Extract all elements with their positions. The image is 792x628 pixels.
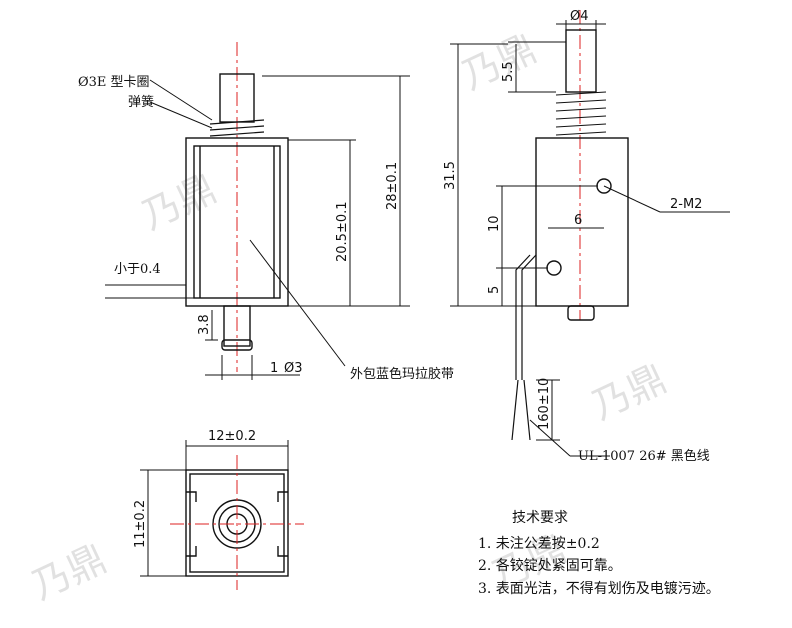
technical-requirements: 技术要求 1. 未注公差按±0.2 2. 各铰锭处紧固可靠。 3. 表面光洁，不… — [478, 510, 720, 597]
lead-length-label: 160±10 — [537, 378, 552, 430]
depth-label: 11±0.2 — [133, 500, 148, 548]
overall-label: 31.5 — [443, 161, 458, 190]
requirements-title: 技术要求 — [512, 510, 568, 526]
spring-label: 弹簧 — [128, 94, 154, 110]
watermark-layer: 乃鼎 乃鼎 乃鼎 乃鼎 乃鼎 — [25, 26, 672, 608]
side-view — [511, 10, 629, 441]
watermark: 乃鼎 — [585, 356, 672, 428]
watermark: 乃鼎 — [135, 166, 222, 238]
requirement-item: 1. 未注公差按±0.2 — [478, 536, 600, 552]
hole-y2-label: 5 — [487, 286, 502, 294]
width-label: 12±0.2 — [208, 429, 256, 444]
plunger-stub-label: 3.8 — [197, 314, 212, 335]
wire-label: UL-1007 26# 黑色线 — [578, 448, 710, 464]
bottom-view — [170, 455, 304, 590]
hole-y1-label: 10 — [487, 215, 502, 232]
less-than-label: 小于0.4 — [114, 262, 161, 277]
height-total-label: 28±0.1 — [385, 162, 400, 210]
height-body-label: 20.5±0.1 — [335, 201, 350, 262]
thread-label: 2-M2 — [670, 197, 702, 212]
front-dimensions — [105, 75, 410, 380]
hole-x-label: 6 — [574, 213, 582, 228]
bottom-dimensions — [140, 440, 289, 577]
stub-gap-label: 1 — [270, 361, 278, 376]
front-view — [185, 42, 346, 372]
requirement-item: 3. 表面光洁，不得有划伤及电镀污迹。 — [478, 580, 720, 597]
stub-dia-label: Ø3 — [284, 361, 303, 376]
watermark: 乃鼎 — [25, 536, 112, 608]
requirement-item: 2. 各铰锭处紧固可靠。 — [478, 558, 622, 574]
watermark: 乃鼎 — [455, 26, 542, 98]
snap-ring-label: Ø3E 型卡圈 — [78, 75, 150, 90]
side-dimensions — [450, 20, 730, 457]
tape-label: 外包蓝色玛拉胶带 — [350, 366, 454, 382]
shaft-dia-label: Ø4 — [570, 9, 589, 24]
shaft-length-label: 5.5 — [501, 61, 516, 82]
